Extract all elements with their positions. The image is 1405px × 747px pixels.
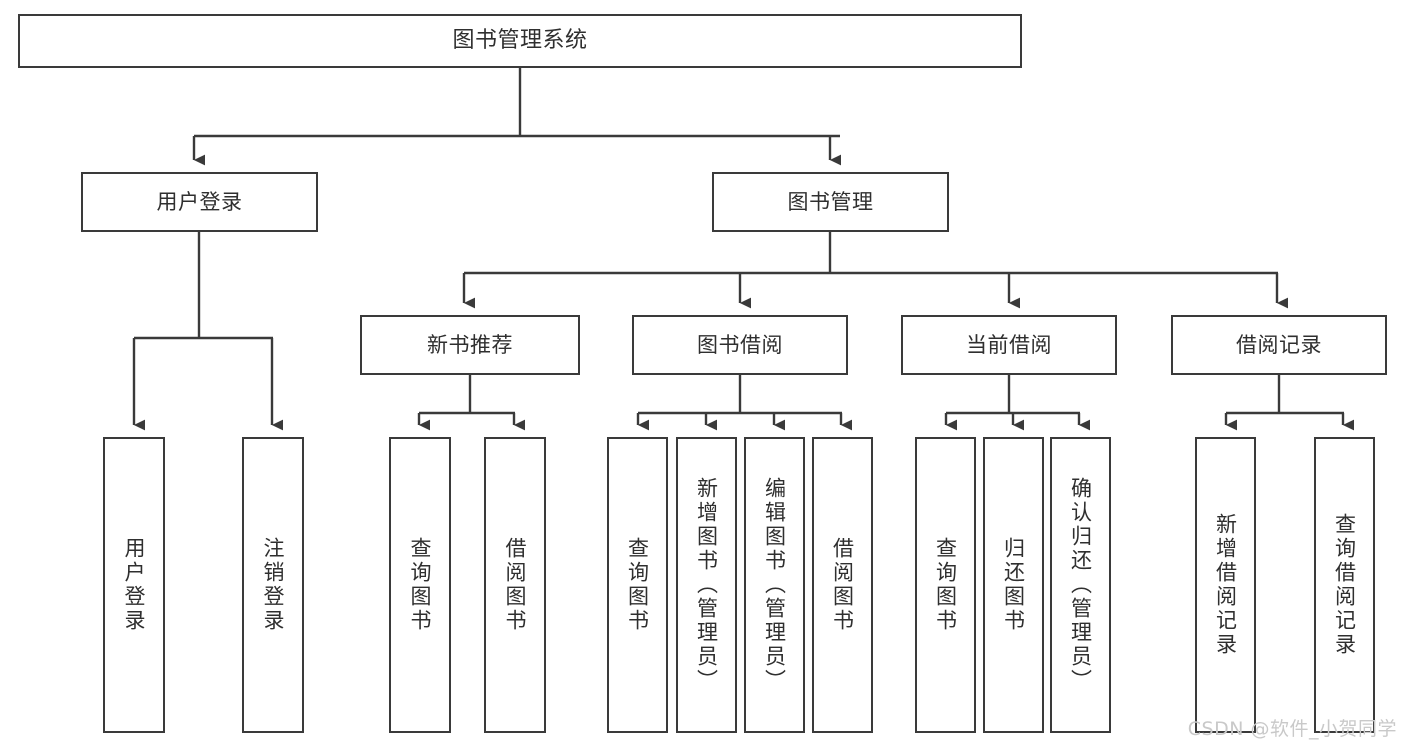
node-leaf-query-book-2[interactable]: 查询图书 <box>607 437 668 733</box>
node-new-book-recommend-label: 新书推荐 <box>427 332 513 357</box>
node-leaf-query-record[interactable]: 查询借阅记录 <box>1314 437 1375 733</box>
node-leaf-user-login[interactable]: 用户登录 <box>103 437 165 733</box>
node-leaf-confirm-return-label: 确认归还（管理员） <box>1068 477 1093 693</box>
node-new-book-recommend[interactable]: 新书推荐 <box>360 315 580 375</box>
node-leaf-add-book-label: 新增图书（管理员） <box>694 477 719 693</box>
node-leaf-query-record-label: 查询借阅记录 <box>1332 513 1357 657</box>
node-book-borrow[interactable]: 图书借阅 <box>632 315 848 375</box>
node-leaf-return-book[interactable]: 归还图书 <box>983 437 1044 733</box>
node-leaf-query-book-1-label: 查询图书 <box>408 537 433 633</box>
node-book-borrow-label: 图书借阅 <box>697 332 783 357</box>
node-current-borrow[interactable]: 当前借阅 <box>901 315 1117 375</box>
node-root[interactable]: 图书管理系统 <box>18 14 1022 68</box>
node-user-login[interactable]: 用户登录 <box>81 172 318 232</box>
node-leaf-return-book-label: 归还图书 <box>1001 537 1026 633</box>
node-current-borrow-label: 当前借阅 <box>966 332 1052 357</box>
node-leaf-user-login-label: 用户登录 <box>122 537 147 633</box>
node-leaf-logout[interactable]: 注销登录 <box>242 437 304 733</box>
node-leaf-logout-label: 注销登录 <box>261 537 286 633</box>
node-user-login-label: 用户登录 <box>156 189 243 214</box>
node-leaf-add-book[interactable]: 新增图书（管理员） <box>676 437 737 733</box>
node-leaf-borrow-book-2[interactable]: 借阅图书 <box>812 437 873 733</box>
node-leaf-query-book-3[interactable]: 查询图书 <box>915 437 976 733</box>
node-leaf-query-book-3-label: 查询图书 <box>933 537 958 633</box>
node-root-label: 图书管理系统 <box>452 28 588 54</box>
node-leaf-borrow-book-1-label: 借阅图书 <box>503 537 528 633</box>
node-borrow-record[interactable]: 借阅记录 <box>1171 315 1387 375</box>
node-leaf-borrow-book-1[interactable]: 借阅图书 <box>484 437 546 733</box>
csdn-watermark: CSDN @软件_小贺同学 <box>1187 718 1397 740</box>
node-leaf-add-record[interactable]: 新增借阅记录 <box>1195 437 1256 733</box>
node-book-manage[interactable]: 图书管理 <box>712 172 949 232</box>
node-leaf-edit-book-label: 编辑图书（管理员） <box>762 477 787 693</box>
node-leaf-confirm-return[interactable]: 确认归还（管理员） <box>1050 437 1111 733</box>
node-borrow-record-label: 借阅记录 <box>1236 332 1322 357</box>
node-leaf-query-book-1[interactable]: 查询图书 <box>389 437 451 733</box>
node-book-manage-label: 图书管理 <box>787 189 874 214</box>
node-leaf-add-record-label: 新增借阅记录 <box>1213 513 1238 657</box>
node-leaf-edit-book[interactable]: 编辑图书（管理员） <box>744 437 805 733</box>
node-leaf-query-book-2-label: 查询图书 <box>625 537 650 633</box>
node-leaf-borrow-book-2-label: 借阅图书 <box>830 537 855 633</box>
